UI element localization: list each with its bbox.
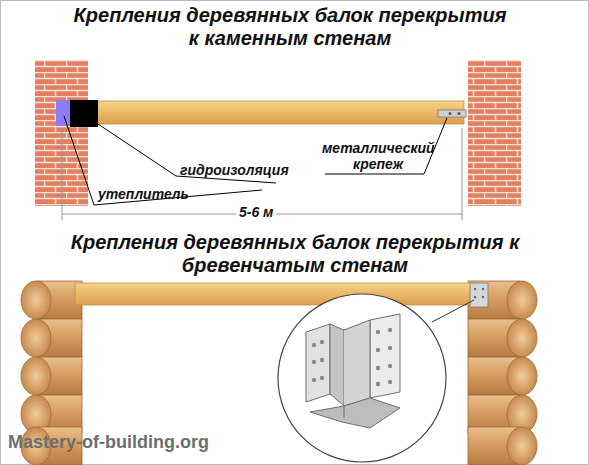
- leader-line: [432, 300, 474, 322]
- insulation: [56, 100, 71, 126]
- part-label: гидроизоляция: [180, 162, 289, 178]
- joist-hanger: [470, 283, 488, 307]
- zoom-circle: [278, 294, 446, 462]
- joist-hanger-detail: [306, 314, 400, 428]
- metal-fastener: [438, 110, 466, 117]
- dimension-line: [62, 128, 462, 220]
- log-wall: [468, 281, 537, 465]
- part-label: металлический крепеж: [322, 140, 434, 172]
- watermark: Mastery-of-building.org: [8, 432, 209, 453]
- part-label: утеплитель: [98, 186, 189, 202]
- brick-wall: [468, 60, 521, 206]
- title: Крепления деревянных балок перекрытия к …: [70, 4, 510, 50]
- leader-line: [64, 116, 447, 205]
- waterproofing: [70, 100, 98, 127]
- section-heading: Крепления деревянных балок перекрытия к …: [55, 231, 535, 277]
- dimension-label: 5-6 м: [236, 204, 276, 220]
- wood-beam: [75, 283, 475, 305]
- wood-beam: [60, 101, 464, 124]
